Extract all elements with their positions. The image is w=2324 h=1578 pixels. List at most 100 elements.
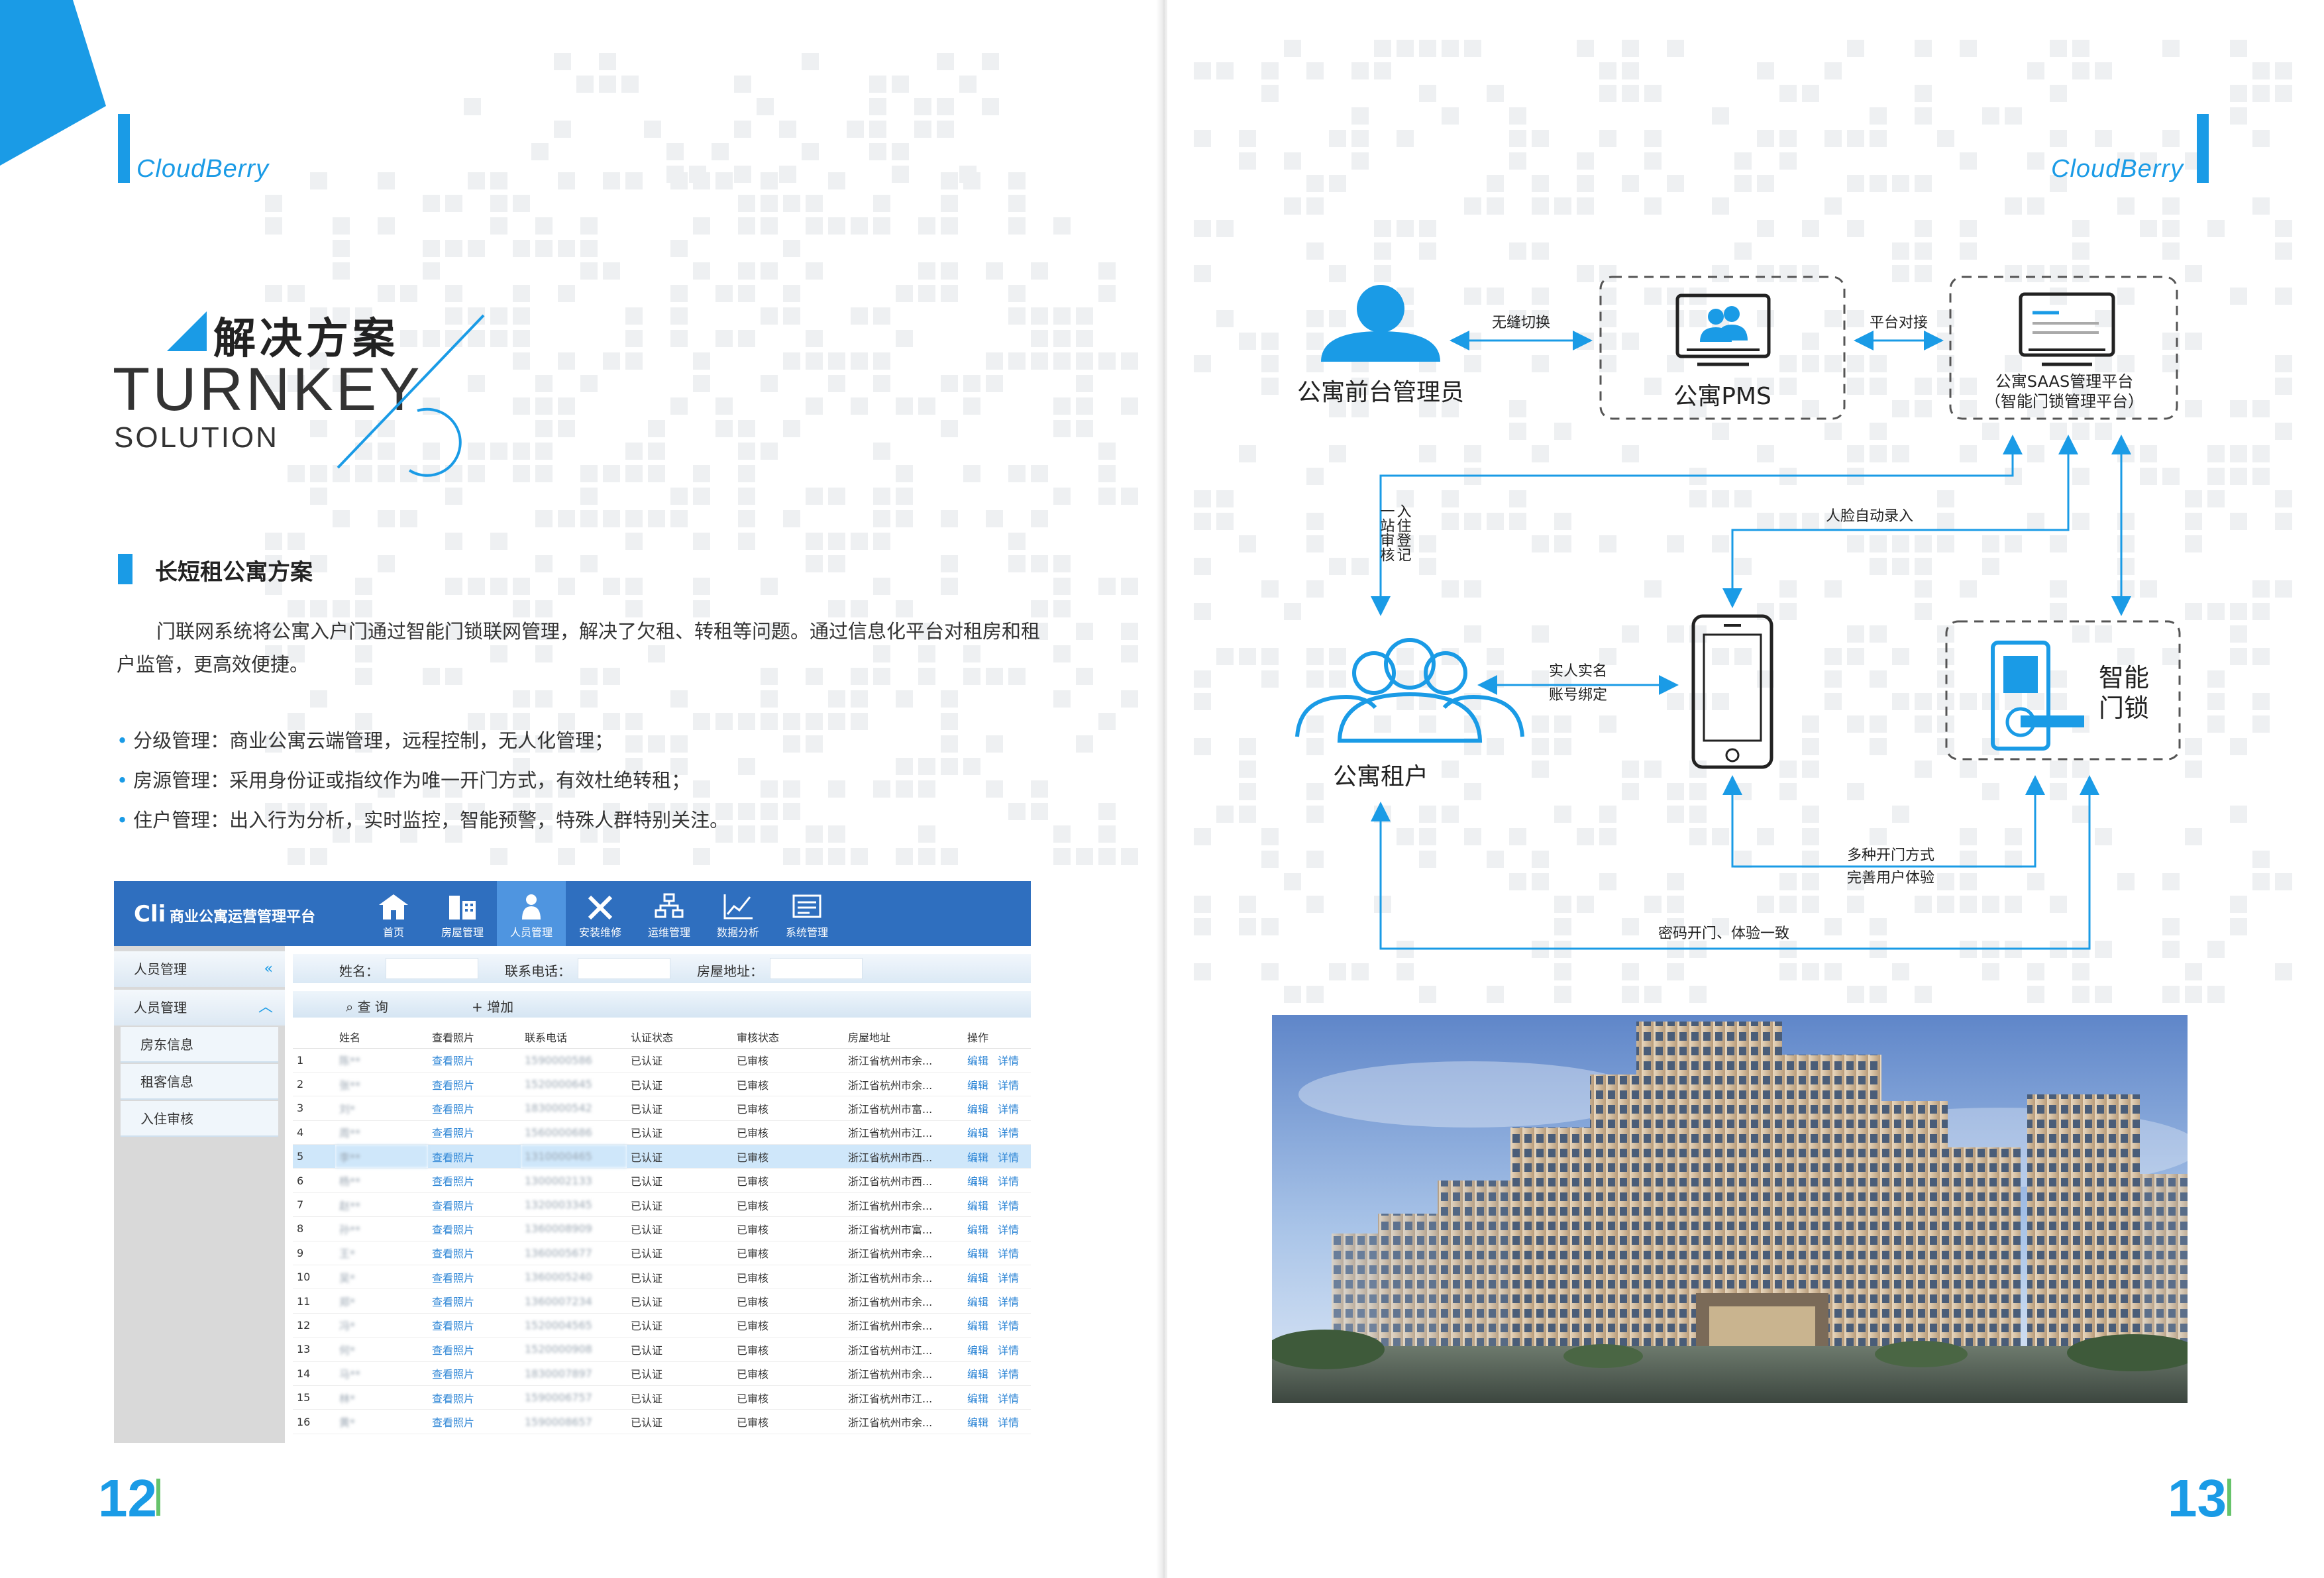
nav-personnel[interactable]: 人员管理 <box>497 881 566 946</box>
row-actions: 编辑详情 <box>963 1241 1031 1266</box>
add-button[interactable]: + 增加 <box>472 999 514 1015</box>
feature-item: •分级管理：商业公寓云端管理，远程控制，无人化管理； <box>117 729 614 752</box>
view-photo-link[interactable]: 查看照片 <box>428 1337 521 1362</box>
edit-link[interactable]: 编辑 <box>967 1247 989 1261</box>
edit-link[interactable]: 编辑 <box>967 1127 989 1140</box>
detail-link[interactable]: 详情 <box>998 1199 1020 1212</box>
view-photo-link[interactable]: 查看照片 <box>428 1385 521 1410</box>
edit-link[interactable]: 编辑 <box>967 1368 989 1381</box>
sidebar-item-tenants[interactable]: 租客信息 <box>121 1064 278 1100</box>
view-photo-link[interactable]: 查看照片 <box>428 1096 521 1121</box>
view-photo-link[interactable]: 查看照片 <box>428 1048 521 1073</box>
detail-link[interactable]: 详情 <box>998 1151 1020 1164</box>
view-photo-link[interactable]: 查看照片 <box>428 1289 521 1314</box>
nav-home[interactable]: 首页 <box>359 881 428 946</box>
detail-link[interactable]: 详情 <box>998 1247 1020 1261</box>
detail-link[interactable]: 详情 <box>998 1055 1020 1068</box>
nav-system[interactable]: 系统管理 <box>772 881 841 946</box>
edit-link[interactable]: 编辑 <box>967 1102 989 1116</box>
detail-link[interactable]: 详情 <box>998 1320 1020 1333</box>
address-input[interactable] <box>770 958 863 979</box>
edit-link[interactable]: 编辑 <box>967 1416 989 1430</box>
detail-link[interactable]: 详情 <box>998 1271 1020 1285</box>
detail-link[interactable]: 详情 <box>998 1127 1020 1140</box>
table-cell: 浙江省杭州市余... <box>844 1265 963 1290</box>
edit-link[interactable]: 编辑 <box>967 1320 989 1333</box>
edit-link[interactable]: 编辑 <box>967 1343 989 1357</box>
edit-link[interactable]: 编辑 <box>967 1199 989 1212</box>
edit-link[interactable]: 编辑 <box>967 1055 989 1068</box>
chevron-up-icon[interactable]: ︿ <box>258 999 273 1016</box>
heading-en: TURNKEY <box>113 356 423 423</box>
table-cell: 1830000542 <box>521 1096 627 1121</box>
edge-realname-line1: 实人实名 <box>1549 663 1607 680</box>
detail-link[interactable]: 详情 <box>998 1392 1020 1405</box>
edit-link[interactable]: 编辑 <box>967 1271 989 1285</box>
view-photo-link[interactable]: 查看照片 <box>428 1265 521 1290</box>
view-photo-link[interactable]: 查看照片 <box>428 1120 521 1145</box>
table-cell: 浙江省杭州市余... <box>844 1241 963 1266</box>
sidebar-item-checkin-review[interactable]: 入住审核 <box>121 1101 278 1137</box>
edit-link[interactable]: 编辑 <box>967 1223 989 1236</box>
view-photo-link[interactable]: 查看照片 <box>428 1216 521 1241</box>
heading-line-decoration <box>337 314 485 477</box>
sidebar-item-landlords[interactable]: 房东信息 <box>121 1027 278 1063</box>
detail-link[interactable]: 详情 <box>998 1102 1020 1116</box>
line-chart-icon <box>723 894 753 920</box>
detail-link[interactable]: 详情 <box>998 1175 1020 1188</box>
table-cell: 2 <box>293 1072 335 1097</box>
sidebar-head-personnel-expanded[interactable]: 人员管理︿ <box>114 990 285 1026</box>
ui-search-bar: 姓名： 联系电话： 房屋地址： <box>293 954 1031 983</box>
view-photo-link[interactable]: 查看照片 <box>428 1241 521 1266</box>
view-photo-link[interactable]: 查看照片 <box>428 1192 521 1218</box>
sidebar-head-personnel[interactable]: 人员管理« <box>114 951 285 987</box>
detail-link[interactable]: 详情 <box>998 1343 1020 1357</box>
edit-link[interactable]: 编辑 <box>967 1296 989 1309</box>
table-cell: 已审核 <box>733 1313 844 1338</box>
edit-link[interactable]: 编辑 <box>967 1175 989 1188</box>
nav-ops[interactable]: 运维管理 <box>635 881 704 946</box>
phone-input[interactable] <box>578 958 670 979</box>
view-photo-link[interactable]: 查看照片 <box>428 1361 521 1386</box>
view-photo-link[interactable]: 查看照片 <box>428 1168 521 1193</box>
detail-link[interactable]: 详情 <box>998 1416 1020 1430</box>
view-photo-link[interactable]: 查看照片 <box>428 1144 521 1169</box>
edit-link[interactable]: 编辑 <box>967 1392 989 1405</box>
row-actions: 编辑详情 <box>963 1168 1031 1193</box>
query-button[interactable]: ⌕ 查 询 <box>346 999 388 1015</box>
nav-housing[interactable]: 房屋管理 <box>428 881 497 946</box>
detail-link[interactable]: 详情 <box>998 1223 1020 1236</box>
nav-analytics[interactable]: 数据分析 <box>704 881 772 946</box>
view-photo-link[interactable]: 查看照片 <box>428 1409 521 1434</box>
detail-link[interactable]: 详情 <box>998 1078 1020 1092</box>
nav-install[interactable]: 安装维修 <box>566 881 635 946</box>
name-input[interactable] <box>386 958 478 979</box>
table-cell: 周** <box>335 1120 428 1145</box>
chevron-double-left-icon[interactable]: « <box>264 961 273 977</box>
detail-link[interactable]: 详情 <box>998 1368 1020 1381</box>
table-cell: 1830007897 <box>521 1361 627 1386</box>
view-photo-link[interactable]: 查看照片 <box>428 1072 521 1097</box>
detail-link[interactable]: 详情 <box>998 1296 1020 1309</box>
page-number-bar <box>2227 1479 2231 1516</box>
table-cell: 浙江省杭州市富... <box>844 1096 963 1121</box>
view-photo-link[interactable]: 查看照片 <box>428 1313 521 1338</box>
edit-link[interactable]: 编辑 <box>967 1151 989 1164</box>
edit-link[interactable]: 编辑 <box>967 1078 989 1092</box>
